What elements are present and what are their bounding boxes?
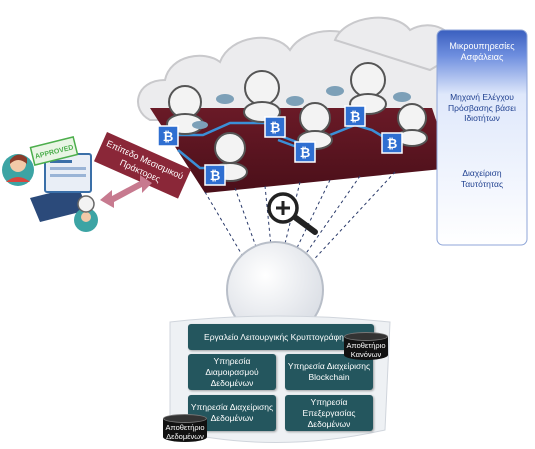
data-repository-icon: Αποθετήριο Δεδομένων (163, 414, 207, 444)
magnifier-plus-icon (267, 192, 318, 235)
functional-encryption-tool-label: Εργαλείο Λειτουργικής Κρυπτογράφησης (204, 331, 358, 342)
data-processing-service-label: Υπηρεσία Επεξεργασίας Δεδομένων (302, 396, 356, 429)
functional-encryption-tool: Εργαλείο Λειτουργικής Κρυπτογράφησης (188, 324, 374, 350)
rules-repository-label: Αποθετήριο Κανόνων (346, 341, 386, 359)
svg-text:₿: ₿ (210, 169, 221, 184)
data-management-service-label: Υπηρεσία Διαχείρισης Δεδομένων (190, 402, 274, 423)
identity-management-label: Διαχείριση Ταυτότητας (460, 168, 504, 189)
user-laptop-group: APPROVED (2, 136, 98, 232)
security-panel-title: Μικρουπηρεσίες Ασφάλειας (449, 41, 515, 62)
handshake-icon (192, 86, 411, 129)
svg-text:₿: ₿ (163, 130, 174, 145)
blockchain-management-service: Υπηρεσία Διαχείρισης Blockchain (285, 354, 373, 390)
data-sharing-service-label: Υπηρεσία Διαμοιρασμού Δεδομένων (205, 355, 259, 388)
abac-engine-label: Μηχανή Ελέγχου Πρόσβασης βάσει Ιδιοτήτων (448, 92, 516, 123)
blockchain-management-service-label: Υπηρεσία Διαχείρισης Blockchain (287, 361, 371, 382)
rules-repository-icon: Αποθετήριο Κανόνων (344, 332, 388, 362)
svg-text:₿: ₿ (350, 110, 361, 125)
bitcoin-block-icon: ₿ ₿ ₿ ₿ ₿ ₿ (157, 105, 403, 186)
svg-text:₿: ₿ (270, 121, 281, 136)
bidirectional-arrow (100, 175, 152, 208)
svg-text:₿: ₿ (300, 146, 311, 161)
svg-text:₿: ₿ (387, 137, 398, 152)
data-repository-label: Αποθετήριο Δεδομένων (165, 423, 205, 441)
security-panel (436, 29, 528, 246)
data-processing-service: Υπηρεσία Επεξεργασίας Δεδομένων (285, 395, 373, 431)
data-sharing-service: Υπηρεσία Διαμοιρασμού Δεδομένων (188, 354, 276, 390)
